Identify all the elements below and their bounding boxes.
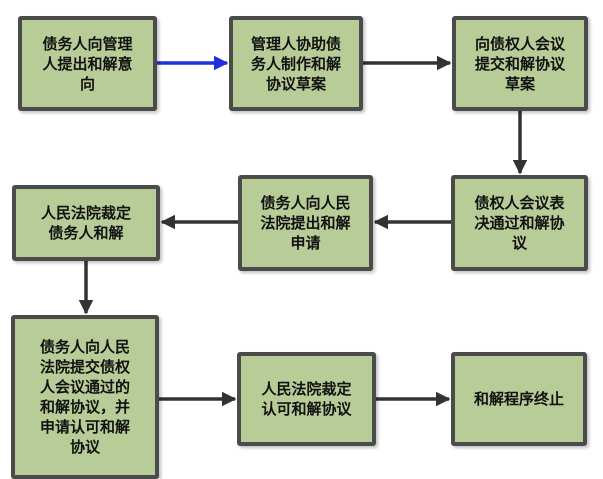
step-settlement-procedure-ends: 和解程序终止 xyxy=(451,352,587,446)
step-debtor-applies-to-court: 债务人向人民 法院提出和解 申请 xyxy=(238,175,373,271)
step-court-rules-settlement: 人民法院裁定 债务人和解 xyxy=(12,185,160,261)
step-administrator-drafts-agreement: 管理人协助债 务人制作和解 协议草案 xyxy=(229,16,363,111)
step-submit-draft-to-creditors-meeting: 向债权人会议 提交和解协议 草案 xyxy=(452,16,588,111)
step-debtor-submits-agreement-for-approval: 债务人向人民 法院提交债权 人会议通过的 和解协议，并 申请认可和解 协议 xyxy=(11,315,159,479)
step-court-approves-agreement: 人民法院裁定 认可和解协议 xyxy=(237,352,376,446)
step-creditors-meeting-approves: 债权人会议表 决通过和解协 议 xyxy=(451,175,588,271)
step-debtor-proposes-settlement: 债务人向管理 人提出和解意 向 xyxy=(18,16,157,111)
